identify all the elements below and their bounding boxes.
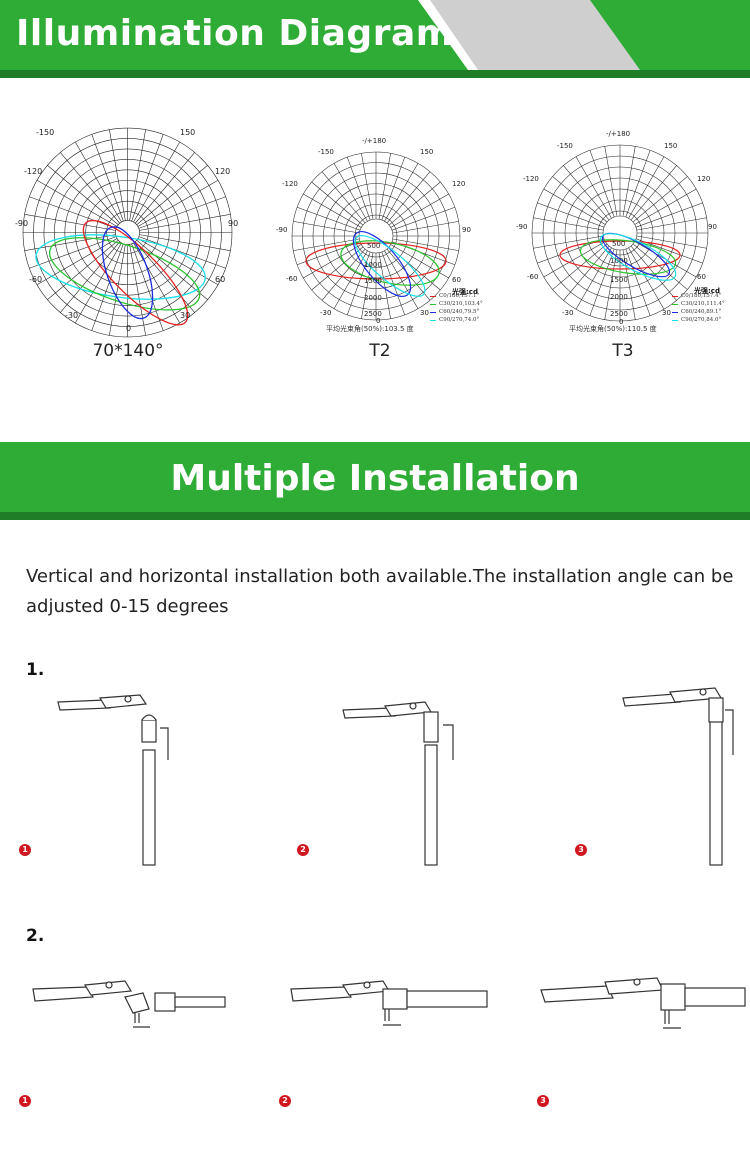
angle-label: 90	[462, 226, 471, 234]
step-badge: 1	[19, 844, 31, 856]
ring-label: 2500	[610, 310, 628, 318]
ring-label: 500	[367, 242, 381, 250]
diagram-caption: T3	[612, 341, 634, 361]
angle-label: -30	[320, 309, 332, 317]
legend-swatch	[430, 312, 436, 313]
angle-label: 30	[662, 309, 671, 317]
polar-diagram-t3	[531, 144, 709, 322]
angle-label: -60	[527, 273, 539, 281]
legend-entry: C30/210,111.4°	[681, 301, 725, 307]
polar-diagram-t2	[291, 151, 461, 321]
ring-label: 1500	[364, 277, 382, 285]
legend-swatch	[672, 312, 678, 313]
legend-swatch	[672, 320, 678, 321]
step-badge: 2	[279, 1095, 291, 1107]
angle-label: -150	[318, 148, 334, 156]
ring-label: 2000	[364, 294, 382, 302]
angle-label: -120	[24, 167, 43, 176]
angle-label: -90	[276, 226, 288, 234]
angle-label: 60	[697, 273, 706, 281]
legend-title: 光强:cd	[694, 287, 720, 295]
angle-label: 90	[708, 223, 717, 231]
diagram-caption: 70*140°	[92, 341, 164, 361]
angle-label: 120	[215, 167, 231, 176]
angle-label: 90	[228, 219, 239, 228]
legend-entry: C0/180,157.4°	[681, 293, 722, 299]
horizontal-install-illustration-3	[540, 977, 746, 1029]
angle-label: -150	[36, 128, 55, 137]
step-badge: 2	[297, 844, 309, 856]
step-label: 2.	[26, 926, 45, 946]
legend-title: 光强:cd	[452, 288, 478, 296]
step-label: 1.	[26, 660, 45, 680]
legend-entry: C30/210,103.4°	[439, 301, 483, 307]
angle-label: 60	[452, 276, 461, 284]
step-badge: 3	[575, 844, 587, 856]
legend-swatch	[430, 296, 436, 297]
legend-entry: C60/240,79.5°	[439, 309, 480, 315]
legend-swatch	[672, 304, 678, 305]
angle-label: 150	[420, 148, 434, 156]
angle-label: 30	[180, 311, 191, 320]
angle-label: -/+180	[606, 130, 631, 138]
ring-label: 1000	[610, 257, 628, 265]
angle-label: -/+180	[362, 137, 387, 145]
installation-title: Multiple Installation	[170, 458, 580, 499]
legend-entry: C90/270,74.0°	[439, 317, 480, 323]
angle-label: -60	[29, 275, 43, 284]
vertical-install-illustration-1	[57, 694, 169, 866]
beam-angle-note: 平均光束角(50%):103.5 度	[326, 325, 414, 333]
angle-label: -120	[523, 175, 539, 183]
beam-angle-note: 平均光束角(50%):110.5 度	[569, 325, 657, 333]
illumination-title: Illumination Diagram	[16, 13, 454, 54]
angle-label: 0	[126, 324, 132, 333]
legend-entry: C60/240,89.1°	[681, 309, 722, 315]
angle-label: -150	[557, 142, 573, 150]
step-badge: 3	[537, 1095, 549, 1107]
ring-label: 1500	[610, 276, 628, 284]
angle-label: -90	[15, 219, 29, 228]
diagram-caption: T2	[369, 341, 391, 361]
legend-entry: C0/180,157.1°	[439, 293, 480, 299]
angle-label: -30	[65, 311, 79, 320]
angle-label: 0	[619, 318, 624, 326]
angle-label: -30	[562, 309, 574, 317]
installation-description: Vertical and horizontal installation bot…	[26, 566, 734, 617]
horizontal-install-illustration-2	[290, 980, 488, 1026]
angle-label: 60	[215, 275, 226, 284]
angle-label: 150	[180, 128, 196, 137]
angle-label: -120	[282, 180, 298, 188]
angle-label: -90	[516, 223, 528, 231]
ring-label: 500	[612, 240, 626, 248]
angle-label: 150	[664, 142, 678, 150]
angle-label: 120	[452, 180, 466, 188]
angle-label: 120	[697, 175, 711, 183]
legend-swatch	[672, 296, 678, 297]
vertical-install-illustration-3	[622, 687, 734, 866]
legend-swatch	[430, 320, 436, 321]
installation-header-banner	[0, 442, 750, 520]
ring-label: 1000	[364, 261, 382, 269]
horizontal-install-illustration-1	[32, 980, 226, 1028]
legend-swatch	[430, 304, 436, 305]
ring-label: 2000	[610, 293, 628, 301]
illumination-header-banner	[0, 0, 750, 78]
angle-label: 30	[420, 309, 429, 317]
step-badge: 1	[19, 1095, 31, 1107]
angle-label: -60	[286, 275, 298, 283]
vertical-install-illustration-2	[342, 701, 454, 866]
legend-entry: C90/270,84.0°	[681, 317, 722, 323]
angle-label: 0	[376, 317, 381, 325]
ring-label: 2500	[364, 310, 382, 318]
polar-diagram-70x140	[22, 127, 233, 338]
